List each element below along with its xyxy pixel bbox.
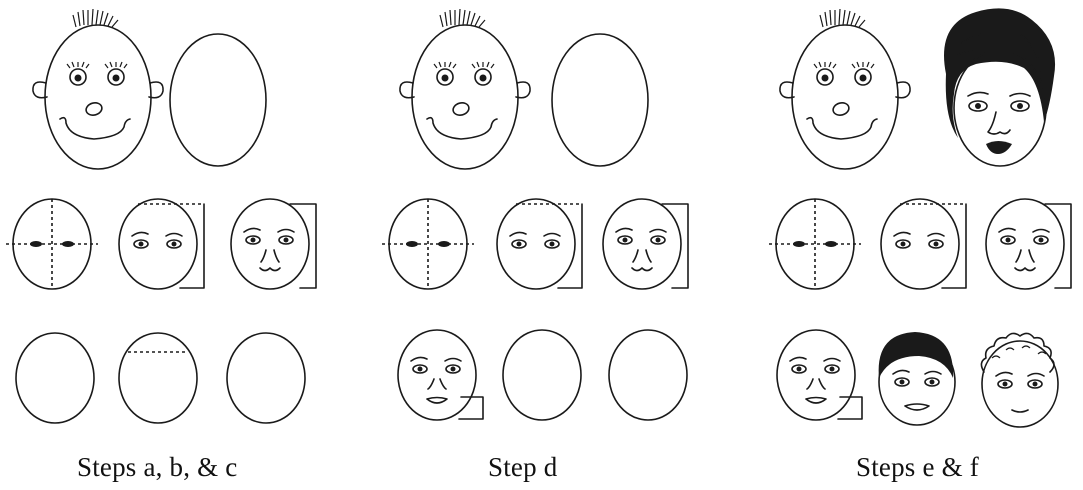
detailed-oval-face [398,330,483,420]
guide-oval-crosshair [382,199,474,289]
panel-3-steps-e-f [769,8,1071,427]
guide-oval-eyes [497,199,582,289]
panel-1-steps-a-b-c [6,9,316,423]
cartoon-boy-face [33,9,163,169]
blank-large-oval [552,34,648,166]
face-with-curly-hair [981,333,1058,427]
panel-2-step-d [382,9,688,420]
guide-oval-face [603,199,688,289]
caption-steps-e-f: Steps e & f [856,452,979,483]
blank-large-oval [170,34,266,166]
caption-steps-a-b-c: Steps a, b, & c [77,452,237,483]
cartoon-boy-face [780,9,910,169]
guide-oval-face [986,199,1071,289]
caption-step-d: Step d [488,452,557,483]
guide-oval-topline [119,333,197,423]
blank-oval [609,330,687,420]
guide-oval-crosshair [6,199,98,289]
face-with-dark-hair [879,332,955,425]
guide-oval-eyes [881,199,966,289]
guide-oval-face [231,199,316,289]
blank-oval [227,333,305,423]
cartoon-boy-face [400,9,530,169]
guide-oval-eyes [119,199,204,289]
girl-face-dark-hair [944,8,1055,166]
guide-oval-crosshair [769,199,861,289]
detailed-oval-face [777,330,862,420]
blank-oval [503,330,581,420]
blank-oval [16,333,94,423]
